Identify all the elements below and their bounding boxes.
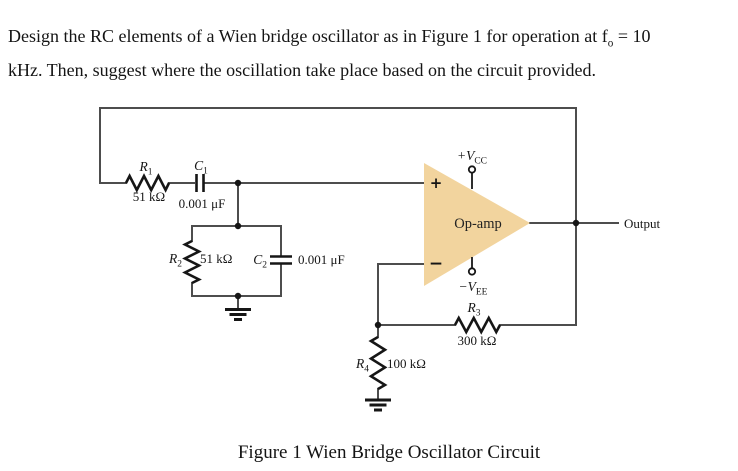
problem-line1-end: = 10	[613, 26, 651, 46]
capacitor-c1	[195, 174, 205, 192]
junction-dot-2	[234, 222, 242, 230]
vcc-label: +VCC	[457, 148, 487, 167]
vee-terminal-circle	[467, 267, 477, 276]
vcc-terminal-circle	[467, 165, 477, 174]
junction-dot-3	[234, 292, 242, 300]
problem-line1: Design the RC elements of a Wien bridge …	[8, 26, 608, 46]
r3-value: 300 kΩ	[458, 333, 497, 348]
output-label: Output	[624, 216, 661, 231]
opamp-minus-input-sign: −	[429, 254, 443, 274]
r3-label: R3	[467, 300, 481, 319]
output-junction-dot	[572, 219, 580, 227]
r1-label: R1	[139, 159, 153, 178]
opamp-label: Op-amp	[454, 216, 502, 232]
c1-label: C1	[194, 158, 208, 177]
ground-symbol-r4	[365, 398, 391, 412]
resistor-r3	[453, 315, 502, 335]
capacitor-c2	[270, 255, 292, 265]
problem-text: Design the RC elements of a Wien bridge …	[8, 23, 734, 83]
figure-caption-text: Figure 1 Wien Bridge Oscillator Circuit	[237, 442, 541, 463]
opamp-plus-input-sign: +	[430, 174, 443, 192]
c2-label: C2	[253, 252, 267, 271]
opamp-triangle	[424, 163, 530, 286]
resistor-r2	[182, 239, 202, 285]
r2-label: R2	[168, 251, 182, 270]
c1-value: 0.001 μF	[179, 196, 226, 211]
vee-label: −VEE	[459, 279, 488, 298]
resistor-r1	[124, 173, 171, 193]
c2-value: 0.001 μF	[298, 252, 345, 267]
fo-subscript: o	[607, 37, 614, 50]
ground-symbol-rc	[225, 308, 251, 321]
junction-dot-1	[234, 179, 242, 187]
r2-value: 51 kΩ	[200, 251, 232, 266]
junction-dot-4	[374, 321, 382, 329]
r1-value: 51 kΩ	[133, 189, 165, 204]
figure-caption: Figure 1 Wien Bridge Oscillator Circuit	[0, 442, 738, 464]
r4-value: 100 kΩ	[387, 356, 426, 371]
r4-label: R4	[355, 356, 369, 375]
problem-line2: kHz. Then, suggest where the oscillation…	[8, 59, 596, 80]
resistor-r4	[368, 335, 388, 391]
